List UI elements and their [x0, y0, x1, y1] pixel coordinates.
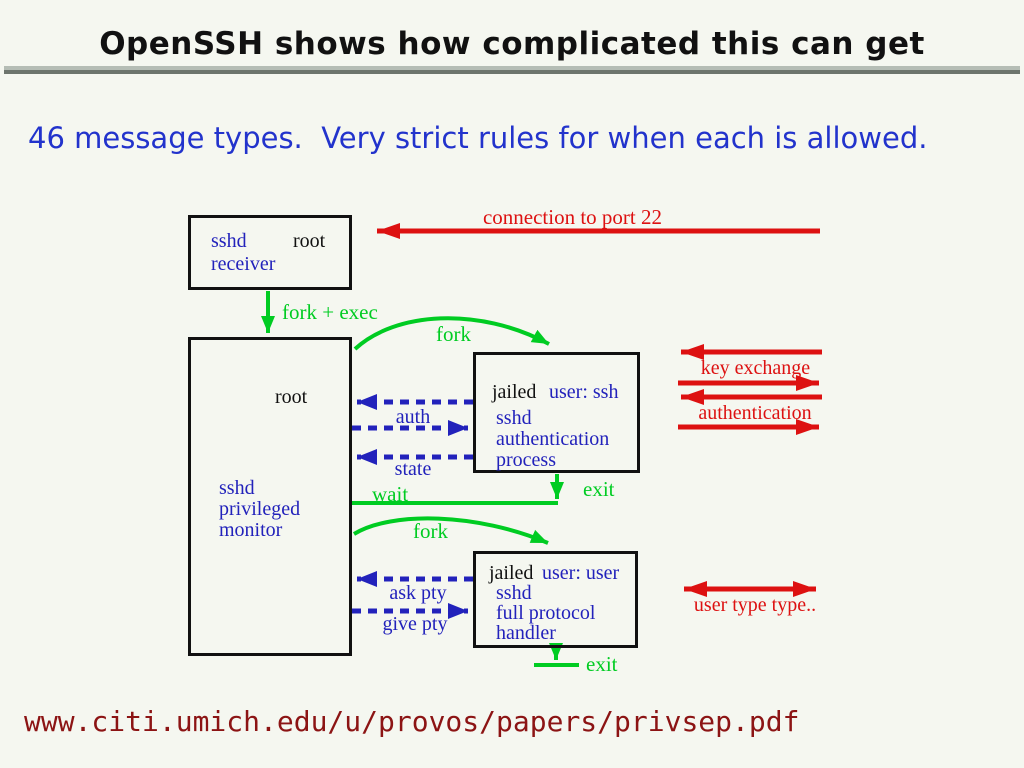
sshd-receiver-box: sshd root receiver — [188, 215, 352, 290]
auth-label: auth — [395, 406, 431, 428]
monitor-role-line1: sshd — [219, 477, 255, 499]
receiver-role-label: receiver — [211, 253, 276, 275]
jailed-ssh-role-line1: sshd — [496, 407, 532, 429]
monitor-role-lines: sshd privileged monitor — [219, 478, 300, 541]
give-pty-label: give pty — [382, 613, 448, 635]
slide-title: OpenSSH shows how complicated this can g… — [99, 26, 925, 62]
jailed-user-jail-label: jailed — [489, 562, 534, 584]
user-type-label: user type type.. — [693, 594, 817, 616]
footer-url: www.citi.umich.edu/u/provos/papers/privs… — [24, 705, 800, 738]
jailed-ssh-role-lines: sshd authentication process — [496, 408, 609, 471]
connection-label: connection to port 22 — [482, 205, 663, 229]
ask-pty-label: ask pty — [389, 582, 447, 604]
title-divider-rule — [4, 66, 1020, 74]
monitor-privilege-label: root — [275, 386, 308, 408]
monitor-role-line3: monitor — [219, 519, 283, 541]
privileged-monitor-box: root sshd privileged monitor — [188, 337, 352, 656]
jailed-user-role-line3: handler — [496, 622, 556, 644]
jailed-user-role-line2: full protocol — [496, 602, 596, 624]
fork-exec-label: fork + exec — [282, 300, 378, 324]
fork1-label: fork — [436, 322, 471, 346]
jailed-user-user-label: user: user — [542, 562, 620, 584]
monitor-role-line2: privileged — [219, 498, 301, 520]
jailed-ssh-user-label: user: ssh — [549, 381, 619, 403]
receiver-privilege-label: root — [293, 230, 326, 252]
jailed-ssh-jail-label: jailed — [492, 381, 537, 403]
receiver-name-label: sshd — [211, 230, 247, 252]
jailed-user-role-lines: sshd full protocol handler — [496, 583, 595, 643]
jailed-user-role-line1: sshd — [496, 582, 532, 604]
wait-label: wait — [372, 482, 409, 506]
jailed-user-box: jailed user: user sshd full protocol han… — [473, 551, 638, 648]
authentication-label: authentication — [698, 402, 812, 424]
jailed-ssh-role-line3: process — [496, 449, 556, 471]
jailed-ssh-role-line2: authentication — [496, 428, 610, 450]
slide-subtitle: 46 message types. Very strict rules for … — [28, 121, 928, 155]
fork2-arc-arrow — [352, 516, 549, 545]
jailed-ssh-box: jailed user: ssh sshd authentication pro… — [473, 352, 640, 473]
state-label: state — [394, 458, 432, 480]
fork2-label: fork — [413, 519, 448, 543]
exit1-label: exit — [583, 477, 615, 501]
exit2-label: exit — [586, 652, 618, 676]
key-exchange-label: key exchange — [700, 357, 811, 379]
